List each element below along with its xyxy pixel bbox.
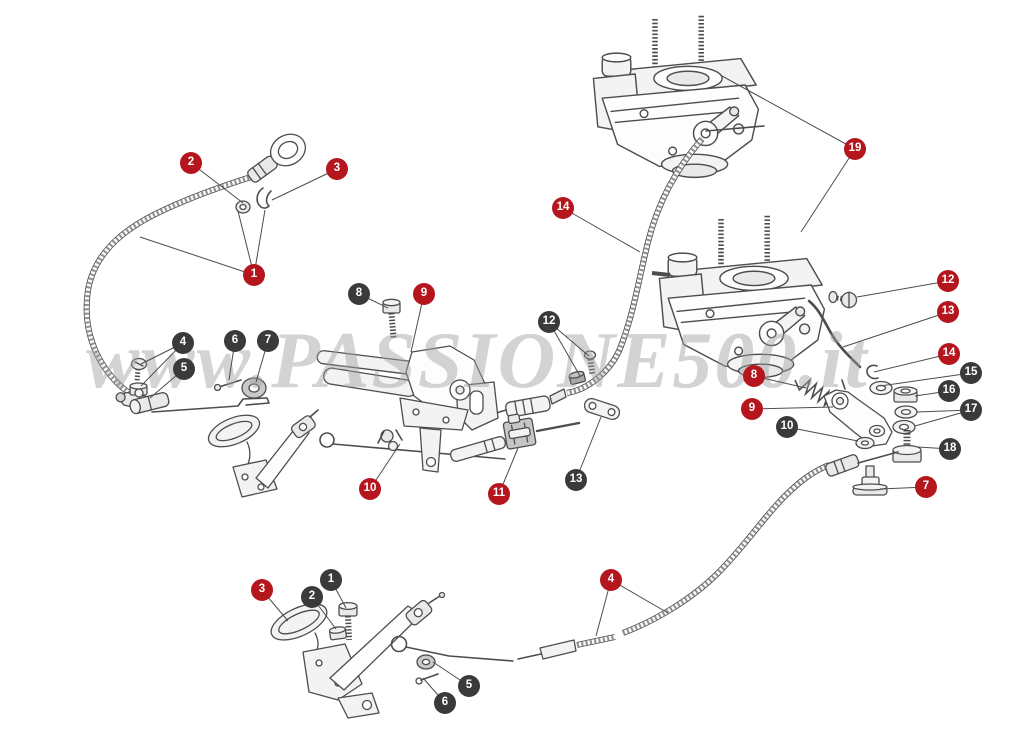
pedal-rod — [405, 646, 514, 662]
part-badge-5: 5 — [458, 675, 480, 697]
shackle-part13 — [583, 397, 621, 421]
part-badge-14: 14 — [552, 197, 574, 219]
part-badge-2: 2 — [180, 152, 202, 174]
cable-tip — [535, 421, 581, 433]
part-badge-13: 13 — [565, 469, 587, 491]
part-badge-16: 16 — [938, 380, 960, 402]
part-badge-11: 11 — [488, 483, 510, 505]
part-badge-7: 7 — [257, 330, 279, 352]
rod-eye-ring — [390, 635, 408, 653]
part-badge-1: 1 — [243, 264, 265, 286]
cable-fittings-left — [129, 357, 270, 415]
part-badge-7: 7 — [915, 476, 937, 498]
carburetor-linkage-parts-right — [794, 290, 922, 496]
adjuster-barrel — [505, 395, 551, 418]
part-badge-4: 4 — [172, 332, 194, 354]
accelerator-pedal-bottom-illustration — [270, 591, 514, 719]
part-badge-8: 8 — [348, 283, 370, 305]
clip-part3 — [256, 187, 272, 209]
clamp-part10 — [377, 429, 403, 452]
part-badge-3: 3 — [251, 579, 273, 601]
carburetor-bottom-stub — [651, 271, 671, 277]
clamp-screw — [134, 388, 144, 398]
eye-rod — [332, 443, 506, 460]
bolt-part7 — [852, 465, 888, 496]
pull-rod — [151, 397, 270, 413]
part-badge-19: 19 — [844, 138, 866, 160]
trunnion-part12 — [828, 290, 858, 309]
part-badge-8: 8 — [743, 365, 765, 387]
part-badge-5: 5 — [173, 358, 195, 380]
clip-part14 — [866, 364, 879, 380]
part-badge-6: 6 — [434, 692, 456, 714]
part-badge-9: 9 — [741, 398, 763, 420]
nut-part2 — [328, 626, 348, 641]
pin-part6 — [420, 673, 439, 681]
part-badge-18: 18 — [939, 438, 961, 460]
nut-part12 — [568, 370, 586, 386]
nut-part16 — [893, 386, 918, 403]
part-badge-3: 3 — [326, 158, 348, 180]
carburetor-top-illustration — [593, 16, 758, 178]
part-badge-12: 12 — [538, 311, 560, 333]
carburetor-bottom-illustration — [659, 216, 824, 378]
part-badge-10: 10 — [359, 478, 381, 500]
eye-rod-ring — [319, 432, 335, 448]
ferrule-cone — [549, 388, 567, 405]
part-badge-17: 17 — [960, 399, 982, 421]
cable-ferrule-bottom — [825, 454, 860, 477]
part-badge-6: 6 — [224, 330, 246, 352]
inner-cable-sheath — [449, 436, 507, 462]
part-badge-12: 12 — [937, 270, 959, 292]
part-badge-15: 15 — [960, 362, 982, 384]
part-badge-14: 14 — [938, 343, 960, 365]
part-badge-9: 9 — [413, 283, 435, 305]
bolt-part18 — [892, 430, 922, 463]
throttle-cable-main — [566, 137, 705, 396]
cable-adjuster-assembly — [319, 350, 621, 462]
screw-part12 — [583, 350, 597, 360]
bellcrank-part9 — [823, 379, 893, 447]
part-badge-4: 4 — [600, 569, 622, 591]
part-badge-1: 1 — [320, 569, 342, 591]
part-badge-10: 10 — [776, 416, 798, 438]
pin-part6 — [218, 379, 242, 388]
accelerator-cable-bottom — [517, 451, 899, 660]
rod-part13 — [807, 299, 862, 369]
part-badge-2: 2 — [301, 586, 323, 608]
clamp-block-part11 — [502, 413, 537, 450]
part-badge-13: 13 — [937, 301, 959, 323]
accelerator-pedal-mid-illustration — [207, 409, 319, 498]
